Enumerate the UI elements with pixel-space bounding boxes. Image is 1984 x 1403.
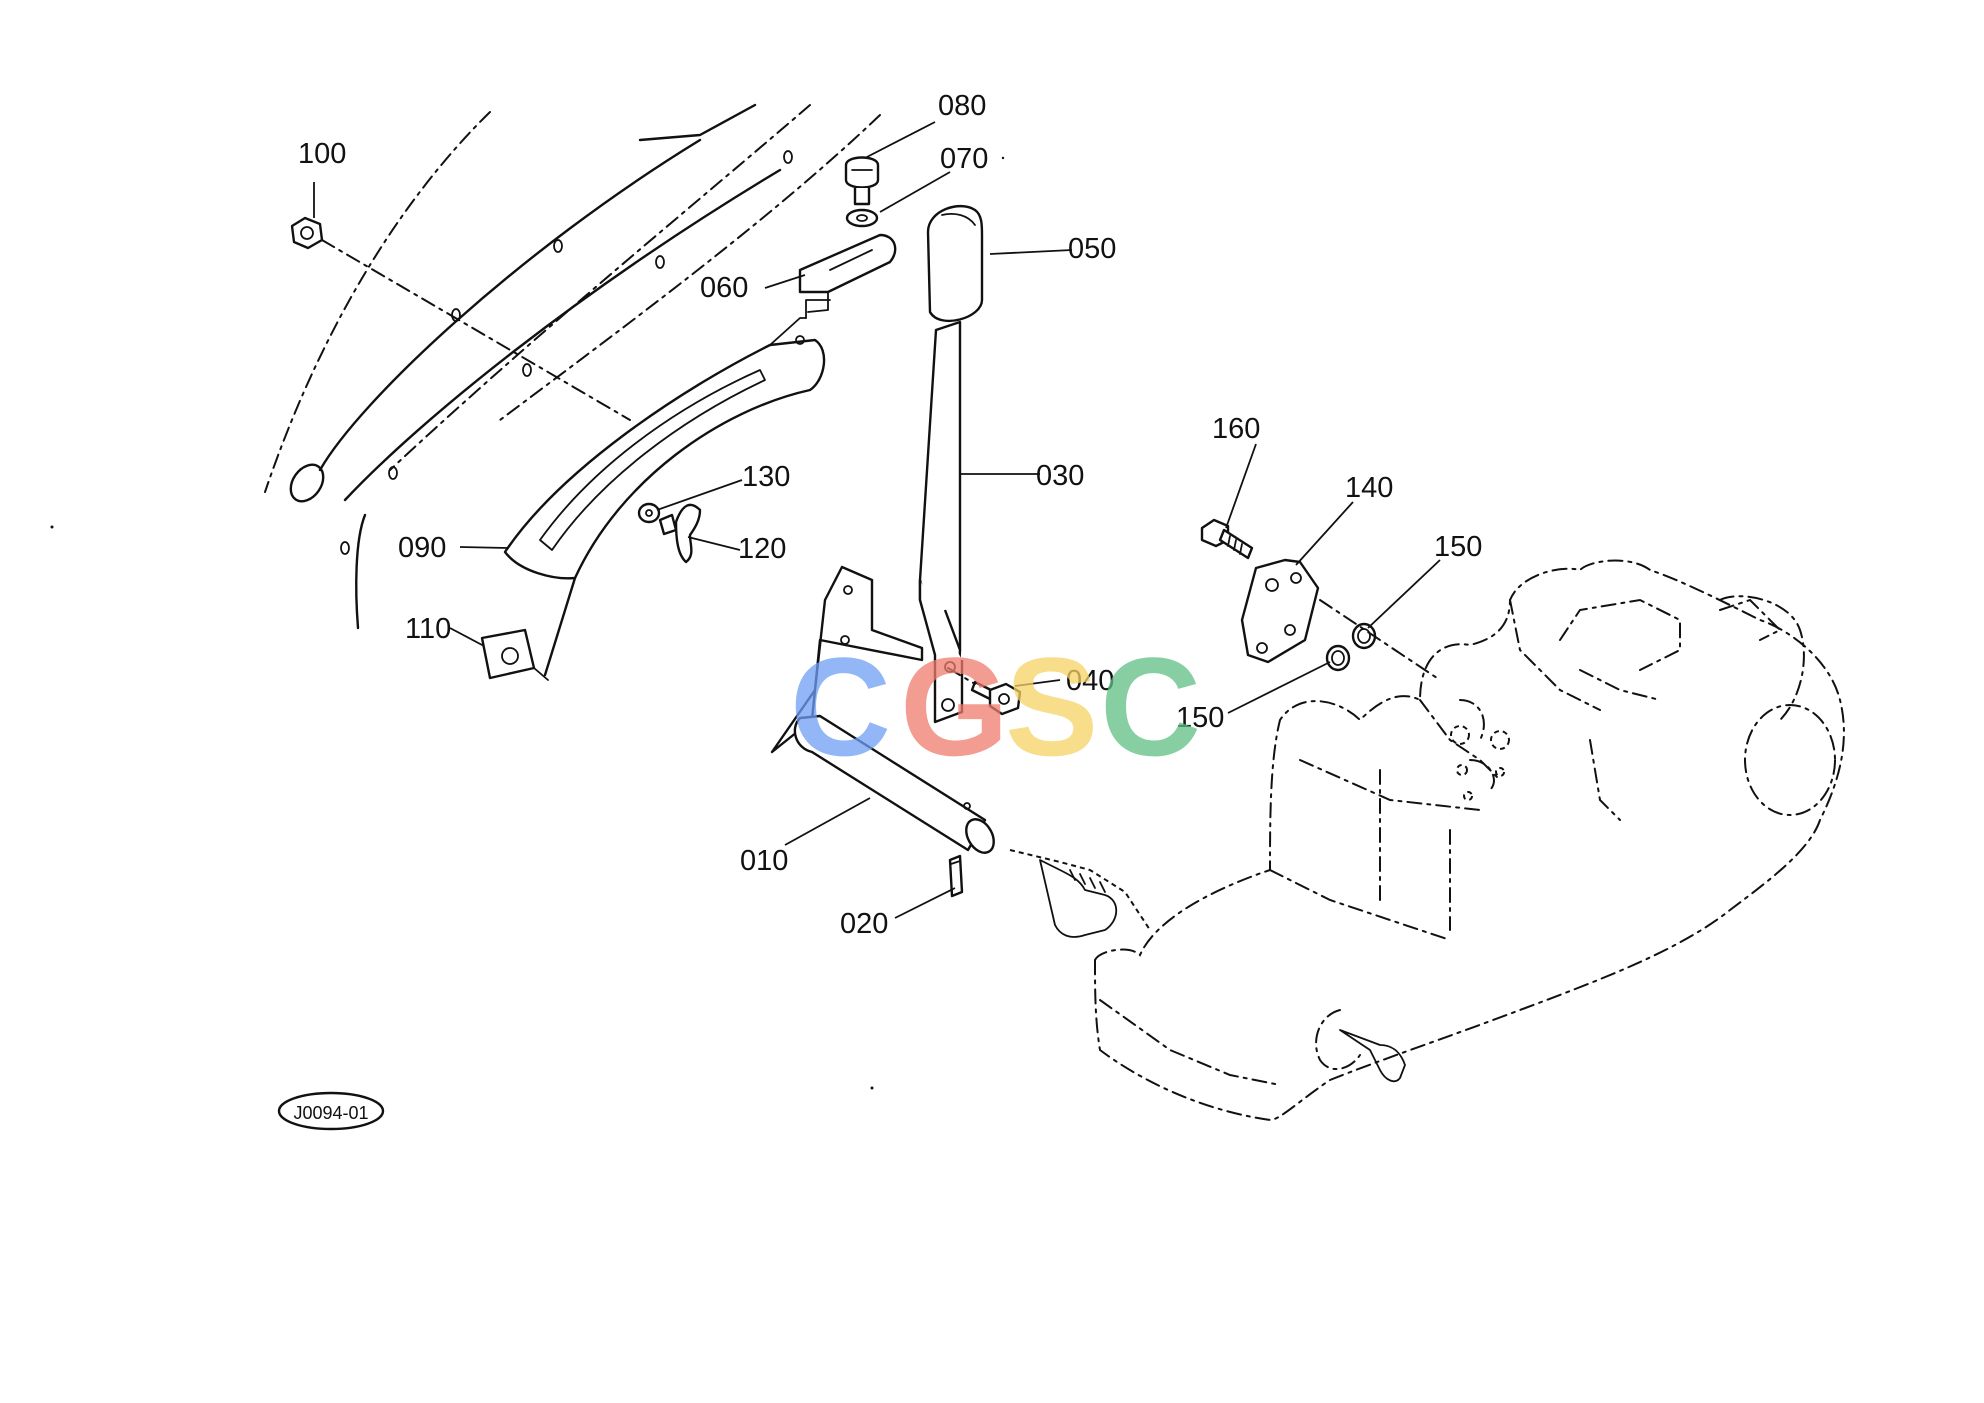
callout-150-upper: 150 xyxy=(1434,531,1482,563)
plate-110 xyxy=(480,628,549,681)
assembly-axis xyxy=(1319,599,1441,681)
speck xyxy=(870,1086,874,1090)
callout-010: 010 xyxy=(740,845,788,877)
o-ring-150-upper xyxy=(1351,622,1377,650)
leader-lines xyxy=(313,121,1441,919)
callout-labels: 100 080 070 050 060 130 120 090 110 030 … xyxy=(298,90,1482,940)
callout-150-lower: 150 xyxy=(1176,702,1224,734)
lever-030 xyxy=(918,320,964,724)
callout-110: 110 xyxy=(405,613,451,645)
wing-bolt-120 xyxy=(658,503,702,564)
grip-050 xyxy=(926,205,984,322)
bolt-160 xyxy=(1200,518,1254,560)
callout-040: 040 xyxy=(1066,665,1114,697)
watermark: C G S C xyxy=(790,628,1201,785)
callout-090: 090 xyxy=(398,532,446,564)
diagram-code: J0094-01 xyxy=(293,1103,368,1123)
callout-050: 050 xyxy=(1068,233,1116,265)
nut-100 xyxy=(290,216,631,421)
washer-130 xyxy=(637,502,661,524)
shaft-010 xyxy=(770,565,995,854)
callout-100: 100 xyxy=(298,138,346,170)
callout-070: 070 xyxy=(940,143,988,175)
callout-160: 160 xyxy=(1212,413,1260,445)
housing-assembly xyxy=(1009,559,1845,1122)
callout-120: 120 xyxy=(738,533,786,565)
slot-plate-060 xyxy=(798,233,897,313)
o-ring-150-lower xyxy=(1325,644,1351,672)
pin-020 xyxy=(948,854,964,898)
diagram-code-badge: J0094-01 xyxy=(277,1091,385,1131)
watermark-letter-2: G xyxy=(900,628,1009,785)
callout-080: 080 xyxy=(938,90,986,122)
cover-plate-140 xyxy=(1240,558,1320,664)
callout-130: 130 xyxy=(742,461,790,493)
bolt-040 xyxy=(947,667,1022,716)
callout-030: 030 xyxy=(1036,460,1084,492)
watermark-letter-4: C xyxy=(1100,628,1201,785)
callout-020: 020 xyxy=(840,908,888,940)
washer-070 xyxy=(845,208,879,228)
guide-bracket-090 xyxy=(503,299,831,677)
speck xyxy=(1001,156,1005,160)
speck xyxy=(50,525,54,529)
watermark-letter-3: S xyxy=(1005,628,1098,785)
fender-panel xyxy=(264,103,881,630)
knob-080 xyxy=(844,156,880,206)
watermark-letter-1: C xyxy=(790,628,891,785)
callout-060: 060 xyxy=(700,272,748,304)
callout-140: 140 xyxy=(1345,472,1393,504)
